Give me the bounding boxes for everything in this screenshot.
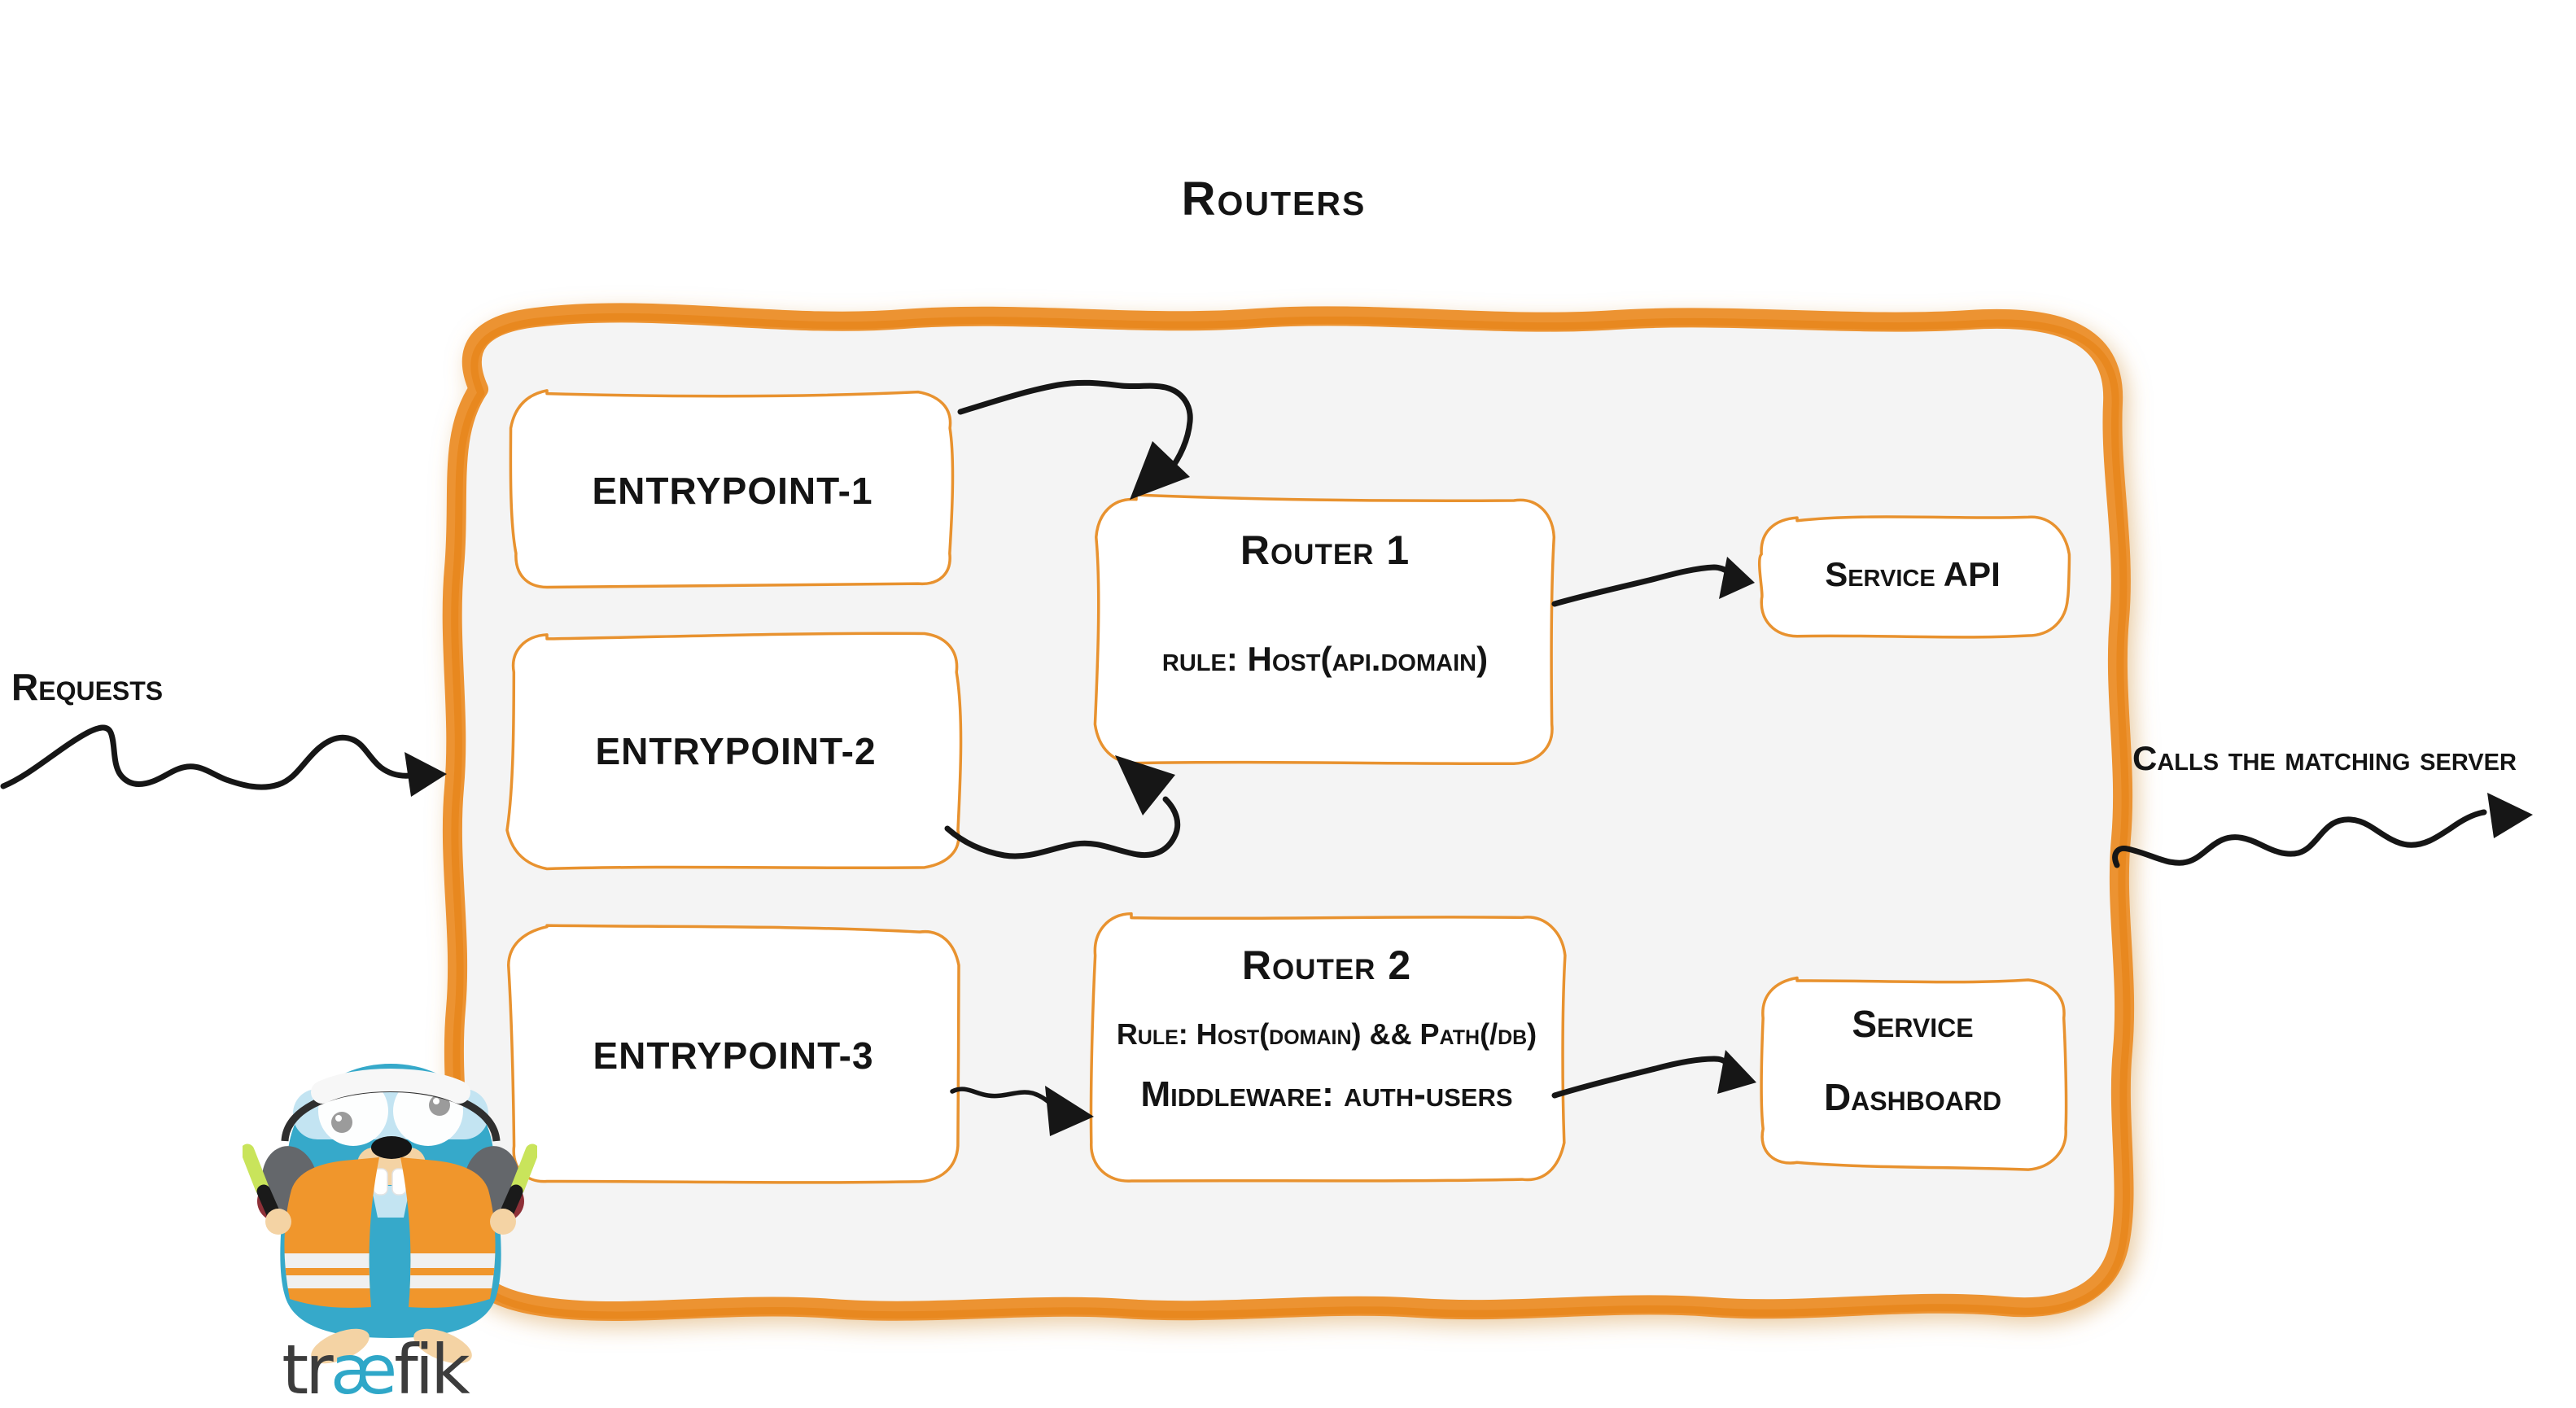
- gopher-hand-left: [265, 1209, 291, 1235]
- arrow-router1-to-service-api: [1551, 557, 1755, 607]
- router-1-title: Router 1: [1240, 527, 1410, 573]
- entrypoint-1-box: [509, 389, 955, 589]
- service-dashboard-box: [1760, 976, 2068, 1171]
- gopher-foot-right: [413, 1328, 472, 1364]
- headphones-pad: [311, 1069, 470, 1104]
- arrow-calls-out: [2112, 793, 2533, 868]
- traefik-wordmark: træfik: [210, 1330, 539, 1408]
- arrow-entrypoint3-to-router2: [950, 1086, 1094, 1136]
- router-2-rule: Rule: Host(domain) && Path(/db): [1116, 1017, 1537, 1051]
- gopher-hand-right: [490, 1209, 516, 1235]
- gopher-nose: [371, 1136, 412, 1159]
- router-1-box: [1093, 493, 1556, 765]
- pupil-glint-right: [433, 1098, 440, 1104]
- arrow-entrypoint2-to-router1: [944, 755, 1181, 859]
- service-api-label: Service API: [1825, 555, 2001, 593]
- gopher-pupil-left: [331, 1112, 352, 1133]
- service-api-box: [1757, 515, 2071, 639]
- baton-right: [510, 1143, 537, 1196]
- entrypoint-2-box: [505, 632, 963, 871]
- service-dashboard-label-line1: Service: [1852, 1003, 1974, 1045]
- router-2-box: [1089, 912, 1567, 1183]
- router-1-rule: rule: Host(api.domain): [1161, 640, 1489, 678]
- pupil-glint-left: [335, 1115, 342, 1122]
- router-2-middleware: Middleware: auth-users: [1140, 1074, 1513, 1114]
- entrypoint-1-label: ENTRYPOINT-1: [592, 470, 873, 512]
- entrypoint-3-label: ENTRYPOINT-3: [593, 1034, 874, 1077]
- gopher-foot-left: [311, 1328, 370, 1364]
- page-title: Routers: [1181, 173, 1367, 225]
- wordmark-ae: æ: [330, 1330, 398, 1408]
- arrow-entrypoint1-to-router1: [957, 379, 1193, 500]
- arrow-router2-to-service-dashboard: [1551, 1050, 1756, 1099]
- calls-matching-server-label: Calls the matching server: [2132, 739, 2517, 777]
- requests-label: Requests: [11, 666, 164, 708]
- arrow-requests-in: [0, 724, 447, 797]
- entrypoint-2-label: ENTRYPOINT-2: [595, 730, 877, 772]
- traefik-gopher-logo: [243, 1064, 537, 1364]
- service-dashboard-label-line2: Dashboard: [1823, 1076, 2002, 1118]
- wordmark-tr: tr: [282, 1330, 334, 1408]
- router-2-title: Router 2: [1241, 942, 1412, 988]
- entrypoint-3-box: [506, 924, 960, 1184]
- baton-left: [243, 1143, 269, 1196]
- wordmark-fik: fik: [394, 1330, 470, 1408]
